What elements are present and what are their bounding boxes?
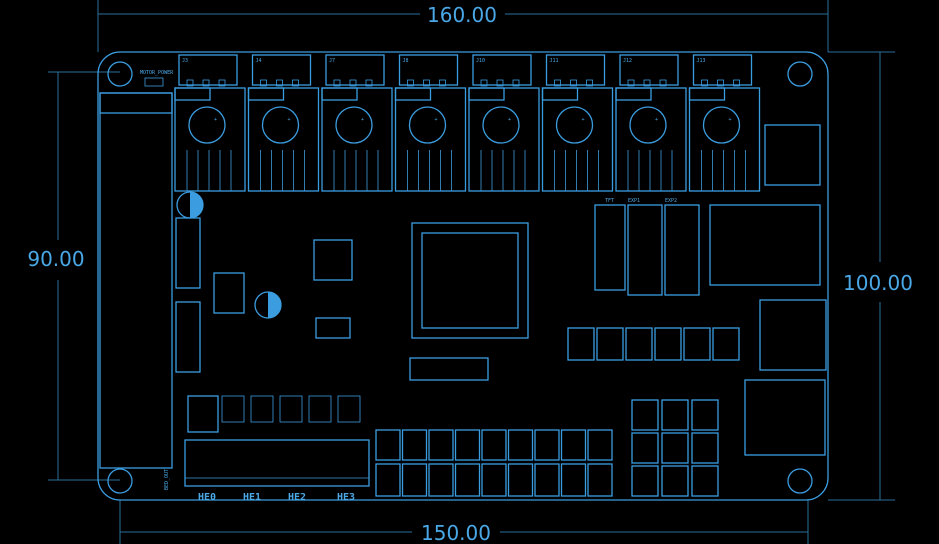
exp2-connector — [664, 204, 700, 296]
tft-label: TFT — [605, 198, 614, 204]
stepper-driver-4: J10 + — [468, 54, 540, 192]
heater-label-he3: HE3 — [337, 492, 355, 503]
capacitor — [188, 106, 226, 144]
motor-connector — [545, 54, 606, 86]
svg-text:+: + — [435, 117, 438, 123]
motor-connector-label: J4 — [256, 58, 262, 64]
stepper-driver-3: J8 + — [394, 54, 467, 192]
svg-text:+: + — [361, 117, 364, 123]
motor-connector-label: J11 — [550, 58, 559, 64]
motor-power-label: MOTOR_POWER — [140, 70, 174, 76]
svg-text:+: + — [288, 117, 291, 123]
dimension-right: 100.00 — [828, 51, 913, 501]
dimension-height-label: 100.00 — [843, 271, 913, 295]
svg-text:+: + — [582, 117, 585, 123]
stepper-driver-5: J11 + — [541, 54, 614, 192]
motor-connector-label: J12 — [623, 58, 632, 64]
motor-connector-label: J7 — [329, 58, 335, 64]
motor-connector — [472, 54, 532, 86]
exp1-label: EXP1 — [628, 198, 640, 204]
svg-text:+: + — [214, 117, 217, 123]
dimension-top: 160.00 — [97, 0, 829, 52]
bed-out-label: BED_OUT — [164, 469, 170, 490]
power-terminal — [99, 92, 173, 469]
capacitor — [408, 106, 447, 144]
stepper-driver-0: J3 + — [174, 54, 246, 192]
capacitor — [702, 106, 741, 144]
dimension-bottom: 150.00 — [119, 500, 809, 544]
heater-label-he1: HE1 — [243, 492, 261, 503]
heater-label-he2: HE2 — [288, 492, 306, 503]
exp1-connector — [627, 204, 663, 296]
mounting-hole — [107, 468, 133, 494]
capacitor — [482, 106, 520, 144]
board-outline — [97, 51, 829, 501]
motor-connector — [178, 54, 238, 86]
mounting-hole — [787, 468, 813, 494]
tft-connector — [594, 204, 626, 291]
dimension-hole-height-label: 90.00 — [27, 247, 84, 271]
svg-text:+: + — [508, 117, 511, 123]
stepper-driver-6: J12 + — [615, 54, 687, 192]
capacitor — [555, 106, 594, 144]
stepper-drivers: J3 + J4 + J7 + J8 + J10 + J11 + J12 + J13 + — [174, 54, 761, 192]
dimension-left: 90.00 — [27, 71, 120, 481]
motor-connector-label: J10 — [476, 58, 485, 64]
motor-connector-label: J8 — [403, 58, 409, 64]
mcu-chip — [421, 232, 519, 329]
heater-terminal — [184, 439, 370, 487]
dimension-hole-spacing-label: 150.00 — [421, 521, 491, 544]
mounting-hole — [107, 61, 133, 87]
dimension-width-label: 160.00 — [427, 3, 497, 27]
stepper-driver-7: J13 + — [688, 54, 761, 192]
stepper-driver-2: J7 + — [321, 54, 393, 192]
capacitor — [335, 106, 373, 144]
motor-connector — [251, 54, 312, 86]
motor-connector — [398, 54, 459, 86]
motor-connector — [325, 54, 385, 86]
capacitor — [261, 106, 300, 144]
heater-label-he0: HE0 — [198, 492, 216, 503]
svg-text:+: + — [655, 117, 658, 123]
motor-connector — [619, 54, 679, 86]
mounting-hole — [787, 61, 813, 87]
stepper-driver-1: J4 + — [247, 54, 320, 192]
endstop-connectors — [221, 327, 740, 497]
motor-connector-label: J3 — [182, 58, 188, 64]
motor-connector — [692, 54, 753, 86]
exp2-label: EXP2 — [665, 198, 677, 204]
svg-text:+: + — [729, 117, 732, 123]
usb-connector — [759, 299, 827, 371]
capacitor — [629, 106, 667, 144]
motor-connector-label: J13 — [697, 58, 706, 64]
